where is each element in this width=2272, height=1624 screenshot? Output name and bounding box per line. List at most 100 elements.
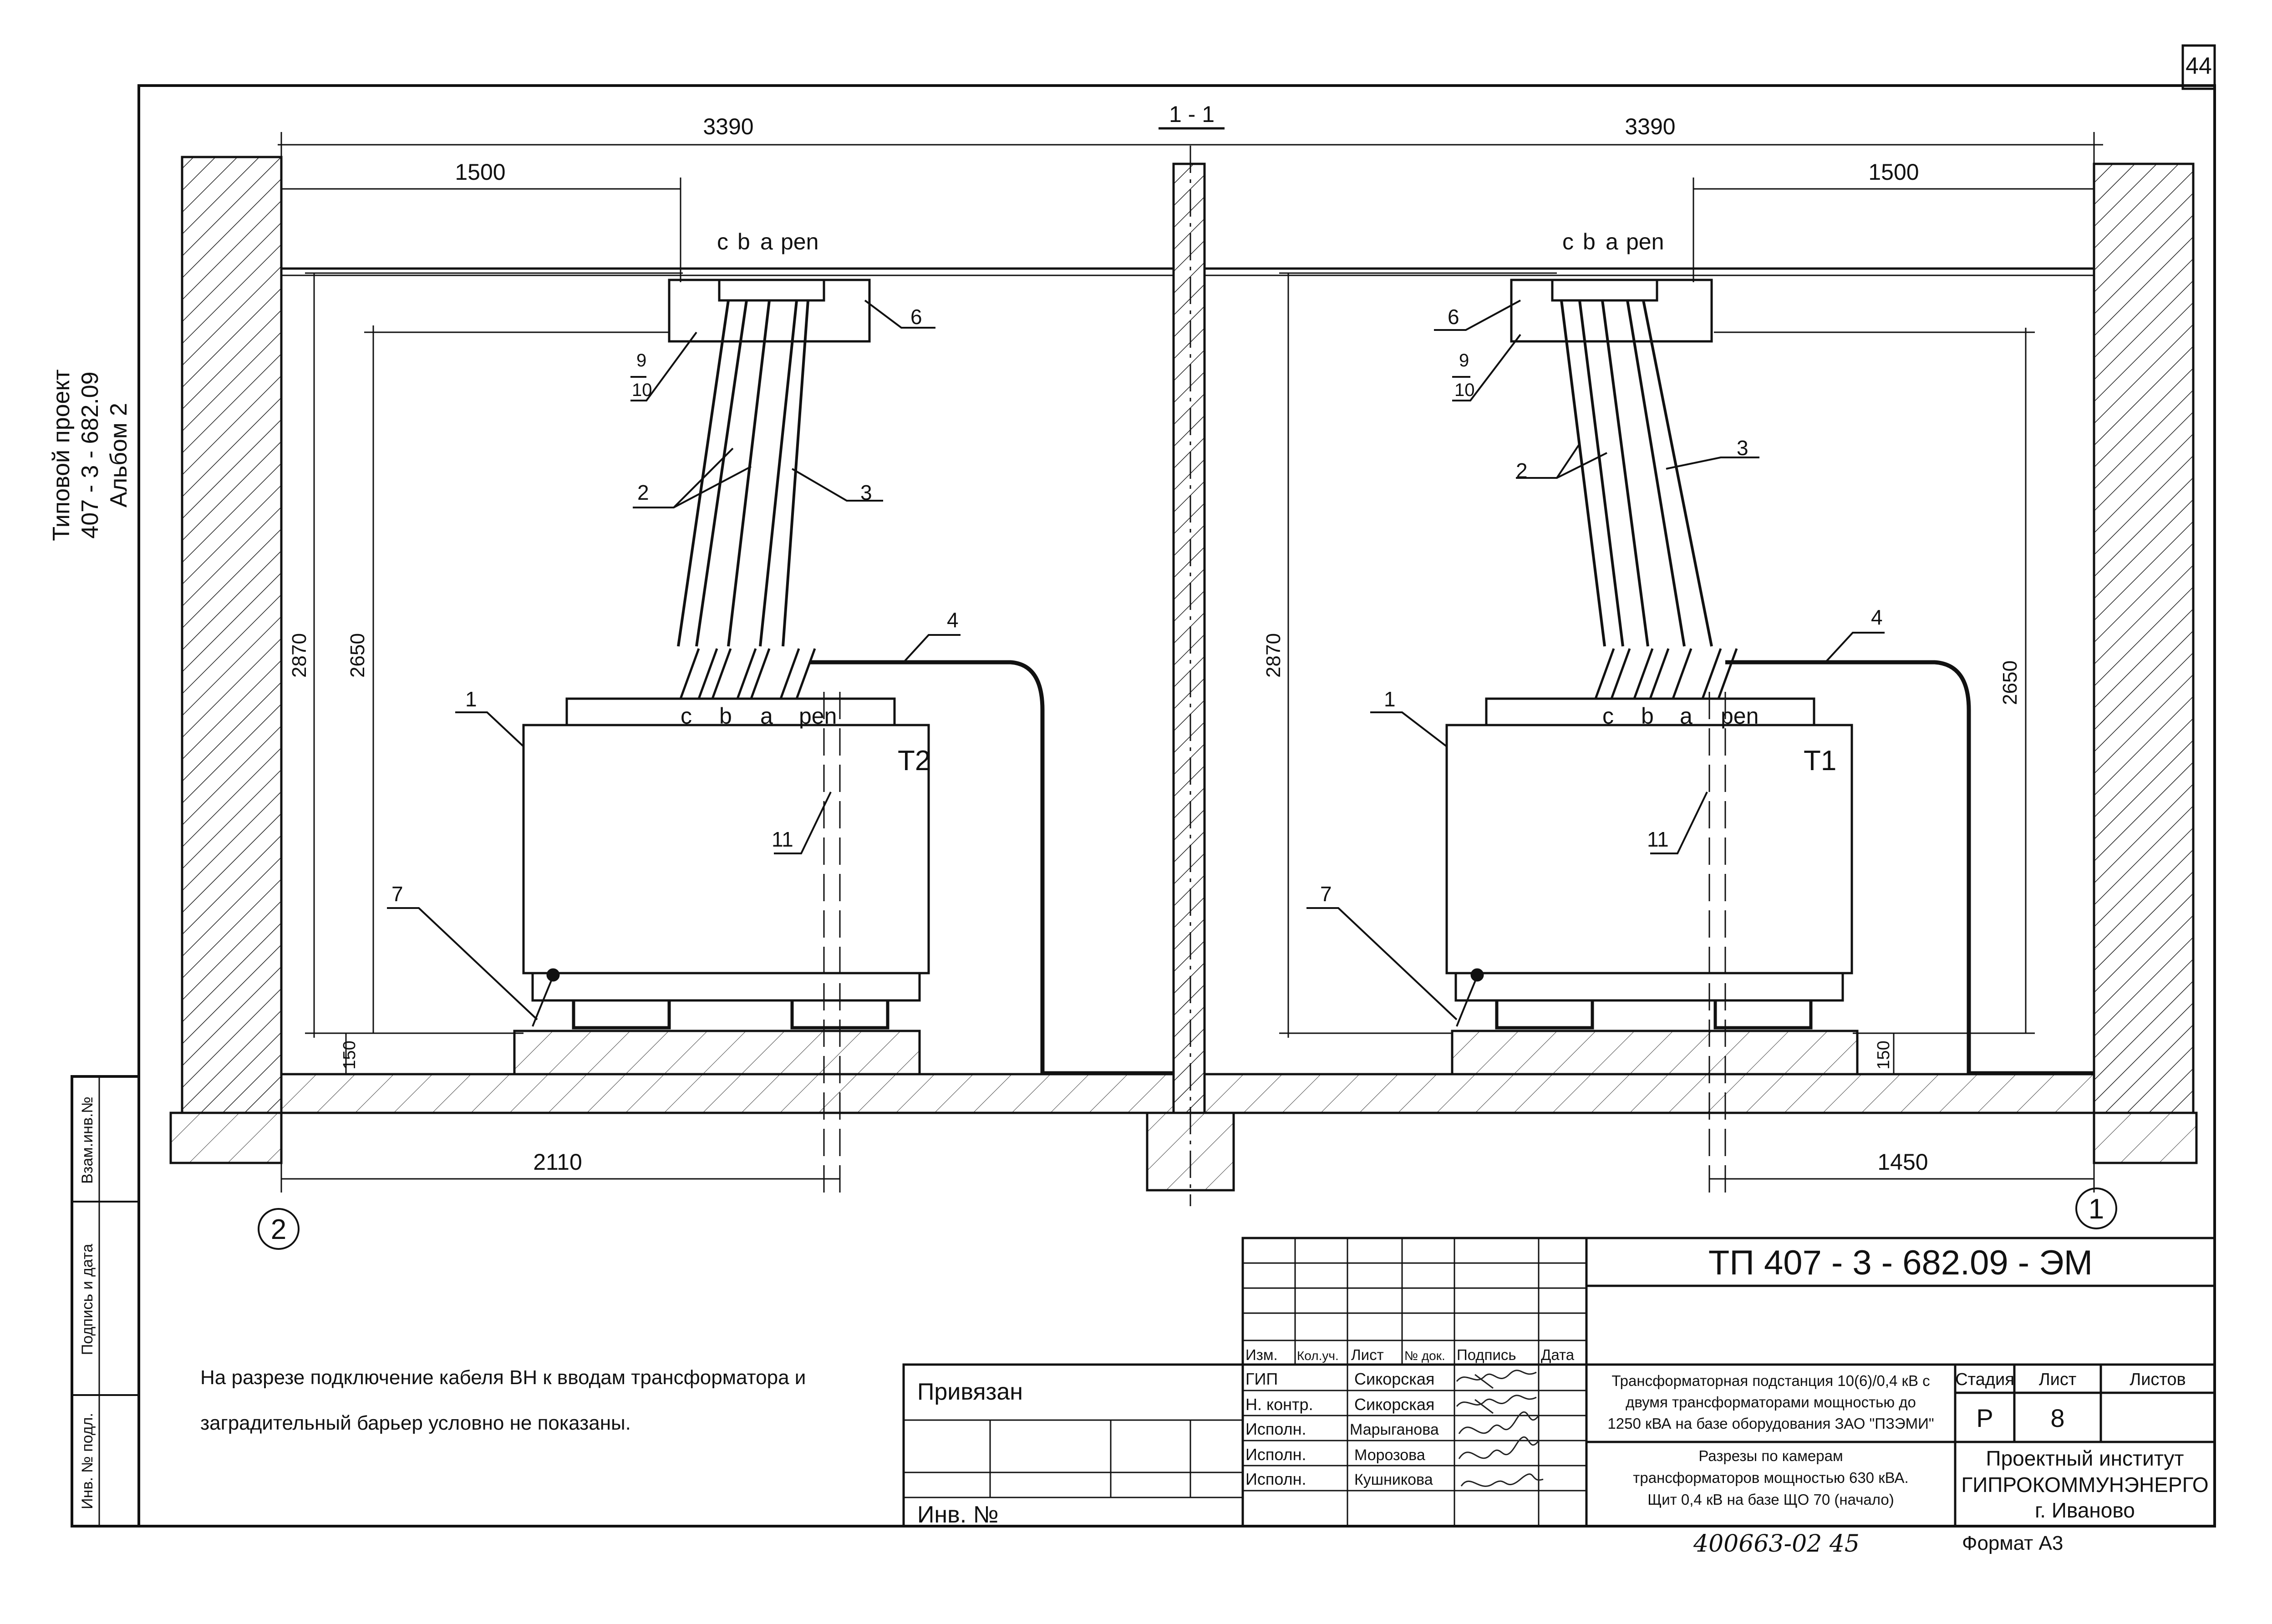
right-pedestal <box>1451 1030 1859 1076</box>
callout-7-left: 7 <box>391 882 403 906</box>
callout-2-right: 2 <box>1516 459 1528 482</box>
dim-left-base: 150 <box>340 1040 359 1069</box>
phase-c-top-right: c <box>1562 229 1574 254</box>
dim-left-inner-height: 2650 <box>346 633 369 678</box>
sheet-number: 44 <box>2186 53 2212 79</box>
dim-left-height: 2870 <box>288 633 310 678</box>
stage-header: Стадия <box>1955 1370 2014 1389</box>
callout-4-right: 4 <box>1871 605 1883 629</box>
signatures <box>1456 1370 1544 1487</box>
dimension-lines <box>278 127 2103 1193</box>
phase-b-top-left: b <box>737 229 750 254</box>
axis-markers <box>258 1188 2117 1250</box>
phase-pen-top-right: pen <box>1626 229 1664 254</box>
callout-1-left: 1 <box>465 687 477 711</box>
sheet-desc-2: трансформаторов мощностью 630 кВА. <box>1633 1469 1908 1486</box>
phase-pen-right: pen <box>1721 703 1759 729</box>
callout-2-left: 2 <box>637 481 649 504</box>
stamp-field-sign: Подпись и дата <box>79 1244 96 1355</box>
header-kol: Кол.уч. <box>1297 1349 1339 1363</box>
staff-role-3: Исполн. <box>1245 1420 1306 1438</box>
phase-a-right: a <box>1680 703 1693 729</box>
callout-9-right: 9 <box>1459 350 1469 370</box>
transformer-label-t1: Т1 <box>1804 745 1836 776</box>
callout-4-left: 4 <box>947 608 959 632</box>
callout-3-left: 3 <box>860 481 872 504</box>
header-sign: Подпись <box>1457 1346 1516 1363</box>
building-structure <box>169 156 2198 1192</box>
staff-name-4: Морозова <box>1354 1446 1425 1464</box>
project-label-3: Альбом 2 <box>106 403 132 508</box>
phase-a-left: a <box>760 703 773 729</box>
middle-wall <box>1172 162 1206 1114</box>
dim-right-bottom: 1450 <box>1877 1149 1928 1175</box>
staff-role-1: ГИП <box>1245 1370 1278 1388</box>
phase-c-right: c <box>1602 703 1614 729</box>
dim-left-bottom: 2110 <box>533 1149 582 1175</box>
callout-6-left: 6 <box>910 305 922 329</box>
callout-9-left: 9 <box>636 350 646 370</box>
bound-label: Привязан <box>917 1379 1023 1405</box>
org-line-1: Проектный институт <box>1986 1446 2184 1470</box>
phase-a-top-right: a <box>1606 229 1618 254</box>
staff-role-2: Н. контр. <box>1245 1395 1313 1414</box>
dim-right-room-width: 3390 <box>1625 114 1675 139</box>
axis-left-label: 2 <box>271 1214 286 1245</box>
callout-7-right: 7 <box>1320 882 1332 906</box>
dim-left-room-width: 3390 <box>703 114 753 139</box>
phase-b-left: b <box>719 703 732 729</box>
inventory-label: Инв. № <box>917 1502 998 1528</box>
org-line-3: г. Иваново <box>2035 1498 2135 1522</box>
phase-a-top-left: a <box>760 229 773 254</box>
transformer-t2 <box>522 724 930 974</box>
phase-pen-top-left: pen <box>781 229 818 254</box>
document-code: ТП 407 - 3 - 682.09 - ЭМ <box>1708 1243 2093 1282</box>
sheet-desc-1: Разрезы по камерам <box>1698 1447 1843 1464</box>
right-wall <box>2093 162 2195 1114</box>
phase-pen-left: pen <box>799 703 837 729</box>
left-chamber-equipment <box>522 279 1174 1193</box>
header-list: Лист <box>1351 1346 1384 1363</box>
org-line-2: ГИПРОКОММУНЭНЕРГО <box>1961 1473 2208 1497</box>
sheets-header: Листов <box>2130 1370 2186 1389</box>
dim-right-base: 150 <box>1874 1040 1893 1069</box>
sheet-desc-3: Щит 0,4 кВ на базе ЩО 70 (начало) <box>1647 1491 1894 1508</box>
callout-10-right: 10 <box>1454 380 1475 400</box>
staff-role-5: Исполн. <box>1245 1470 1306 1488</box>
staff-name-1: Сикорская <box>1354 1370 1434 1388</box>
phase-b-top-right: b <box>1583 229 1596 254</box>
right-floor-slab <box>1203 1073 2095 1114</box>
staff-name-3: Марыганова <box>1350 1421 1439 1438</box>
dim-right-inner-height: 2650 <box>1999 660 2021 705</box>
note-line-1: На разрезе подключение кабеля ВН к ввода… <box>200 1366 806 1389</box>
header-izm: Изм. <box>1245 1346 1278 1363</box>
handwritten-number: 400663-02 45 <box>1693 1530 1860 1558</box>
project-desc-2: двумя трансформаторами мощностью до <box>1626 1394 1916 1411</box>
phase-c-left: c <box>681 703 692 729</box>
staff-name-5: Кушникова <box>1354 1471 1433 1488</box>
staff-role-4: Исполн. <box>1245 1445 1306 1464</box>
section-mark: 1 - 1 <box>1169 102 1215 127</box>
format-label: Формат А3 <box>1962 1532 2063 1554</box>
left-wall <box>181 156 283 1114</box>
callout-6-right: 6 <box>1448 305 1459 329</box>
left-floor-slab <box>280 1073 1175 1114</box>
dim-right-height: 2870 <box>1262 633 1285 678</box>
callout-11-right: 11 <box>1647 827 1669 851</box>
sheet-value: 8 <box>2050 1404 2064 1432</box>
phase-c-top-left: c <box>717 229 728 254</box>
dim-right-offset: 1500 <box>1868 159 1919 185</box>
right-chamber-equipment <box>1445 279 2094 1193</box>
callout-10-left: 10 <box>632 380 652 400</box>
stamp-field-inv: Инв. № подл. <box>79 1413 96 1509</box>
transformer-label-t2: Т2 <box>898 745 930 776</box>
header-date: Дата <box>1541 1346 1575 1363</box>
callout-leaders <box>387 299 1885 1020</box>
lv-busbar-box-right <box>1510 279 1713 343</box>
pen-conductor-left <box>810 660 1174 1076</box>
side-stamp: Взам.инв.№ Подпись и дата Инв. № подл. Т… <box>48 369 139 1526</box>
sheet-header: Лист <box>2039 1370 2077 1389</box>
header-doc: № док. <box>1404 1349 1445 1363</box>
